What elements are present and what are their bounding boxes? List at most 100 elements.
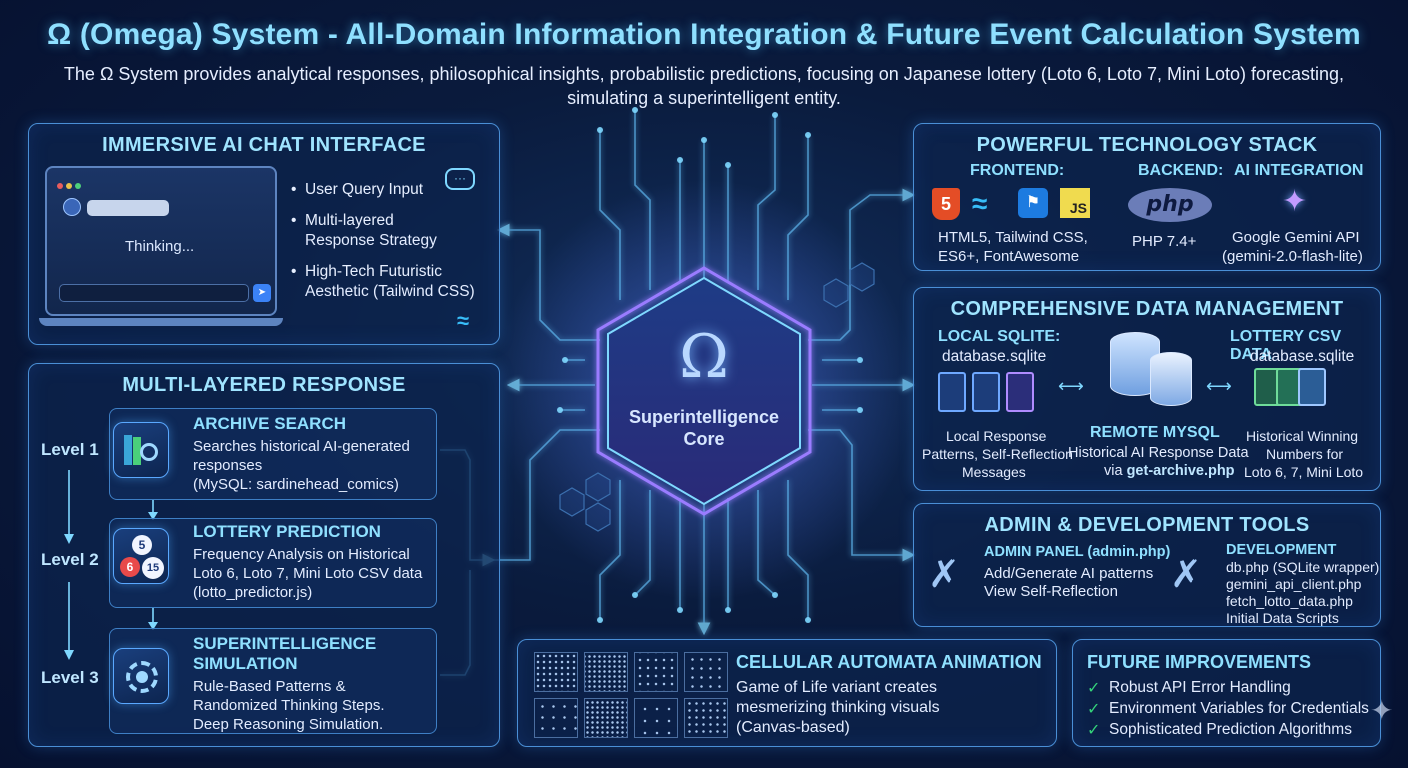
lottery-ball-1: 5	[132, 535, 152, 555]
chat-input[interactable]	[59, 284, 249, 302]
bot-avatar	[63, 198, 81, 216]
cellular-title: CELLULAR AUTOMATA ANIMATION	[736, 652, 1042, 672]
ai-line-2: (gemini-2.0-flash-lite)	[1222, 248, 1363, 265]
simulation-desc-2: Randomized Thinking Steps.	[193, 697, 385, 714]
lottery-csv-file: database.sqlite	[1250, 348, 1355, 365]
future-item-3: Sophisticated Prediction Algorithms	[1109, 721, 1352, 738]
core-symbol: Ω	[679, 322, 729, 392]
lottery-ball-2: 6	[120, 557, 140, 577]
books-search-icon	[113, 422, 169, 478]
lottery-balls-icon: 5 6 15	[113, 528, 169, 584]
tech-panel-title: POWERFUL TECHNOLOGY STACK	[976, 134, 1318, 156]
simulation-title-2: SIMULATION	[193, 654, 298, 673]
gemini-sparkle-icon: ✦	[1282, 185, 1308, 218]
tailwind-icon: ≈	[972, 188, 988, 219]
csv-desc-2: Numbers for	[1266, 446, 1344, 462]
chat-bullet-2-cont: Response Strategy	[305, 232, 437, 249]
frontend-line-1: HTML5, Tailwind CSS,	[938, 229, 1088, 246]
chat-bullet-3: High-Tech Futuristic	[291, 262, 442, 282]
chat-panel-title: IMMERSIVE AI CHAT INTERFACE	[102, 134, 426, 156]
archive-desc-3: (MySQL: sardinehead_comics)	[193, 476, 399, 493]
cellular-line-3: (Canvas-based)	[736, 719, 850, 736]
simulation-title-1: SUPERINTELLIGENCE	[193, 634, 377, 653]
connector-2-3	[148, 608, 158, 630]
cellular-line-2: mesmerizing thinking visuals	[736, 699, 940, 716]
lottery-ball-3: 15	[142, 557, 164, 579]
brain-gear-icon	[113, 648, 169, 704]
chat-bubbles-icon: ···	[445, 168, 475, 190]
technology-stack-panel: POWERFUL TECHNOLOGY STACK FRONTEND: BACK…	[913, 123, 1381, 271]
level-3-label: Level 3	[41, 668, 99, 687]
admin-panel-title: ADMIN & DEVELOPMENT TOOLS	[984, 514, 1310, 536]
laptop-mockup: Thinking... ➤	[45, 166, 277, 316]
level-arrows	[64, 470, 74, 660]
archive-desc-2: responses	[193, 457, 263, 474]
simulation-desc-3: Deep Reasoning Simulation.	[193, 716, 384, 733]
admin-tools-panel: ADMIN & DEVELOPMENT TOOLS ✗ ADMIN PANEL …	[913, 503, 1381, 627]
archive-desc-1: Searches historical AI-generated	[193, 438, 410, 455]
lottery-prediction-title: LOTTERY PREDICTION	[193, 522, 381, 541]
tailwind-icon: ≈	[457, 308, 470, 333]
archive-search-title: ARCHIVE SEARCH	[193, 414, 347, 433]
sync-arrow-left: ⟷	[1058, 376, 1084, 396]
response-panel-title: MULTI-LAYERED RESPONSE	[122, 374, 406, 396]
page-title: Ω (Omega) System - All-Domain Informatio…	[47, 18, 1361, 51]
lottery-csv-label: LOTTERY CSV DATA	[1230, 328, 1342, 363]
backend-label: BACKEND:	[1138, 162, 1224, 179]
simulation-desc-1: Rule-Based Patterns &	[193, 678, 346, 695]
future-improvements-panel: FUTURE IMPROVEMENTS ✓ Robust API Error H…	[1072, 639, 1381, 747]
database-icon-2	[1150, 352, 1192, 406]
wrench-screwdriver-icon: ✗	[928, 554, 960, 596]
data-panel-title: COMPREHENSIVE DATA MANAGEMENT	[950, 298, 1344, 320]
dev-line-3: fetch_lotto_data.php	[1226, 593, 1353, 609]
javascript-icon: JS	[1060, 188, 1090, 218]
development-label: DEVELOPMENT	[1226, 542, 1337, 558]
csv-desc-1: Historical Winning	[1246, 428, 1359, 444]
frontend-line-2: ES6+, FontAwesome	[938, 248, 1080, 265]
lottery-desc-2: Loto 6, Loto 7, Mini Loto CSV data	[193, 565, 423, 582]
local-desc-1: Local Response	[946, 428, 1047, 444]
csv-desc-3: Loto 6, 7, Mini Loto	[1244, 464, 1364, 480]
cellular-line-1: Game of Life variant creates	[736, 679, 937, 696]
chat-bullet-1: User Query Input	[291, 180, 423, 200]
ai-line-1: Google Gemini API	[1232, 229, 1360, 246]
window-dots	[57, 176, 81, 194]
remote-line-2-prefix: via	[1104, 463, 1127, 479]
admin-line-1: Add/Generate AI patterns	[984, 565, 1154, 582]
spreadsheet-icons	[1254, 368, 1326, 411]
admin-panel-label: ADMIN PANEL (admin.php)	[984, 544, 1171, 560]
frontend-label: FRONTEND:	[970, 162, 1065, 179]
dev-line-2: gemini_api_client.php	[1226, 576, 1362, 592]
local-sqlite-file: database.sqlite	[942, 348, 1047, 365]
check-icon: ✓	[1087, 701, 1101, 718]
remote-line-1: Historical AI Response Data	[1068, 445, 1249, 461]
check-icon: ✓	[1087, 680, 1101, 697]
document-icons	[938, 372, 1034, 417]
dev-line-4: Initial Data Scripts	[1226, 610, 1339, 626]
sparkle-icon: ✦	[1370, 695, 1394, 726]
local-sqlite-label: LOCAL SQLITE:	[938, 328, 1061, 345]
cellular-automata-panel: CELLULAR AUTOMATA ANIMATION Game of Life…	[517, 639, 1057, 747]
lottery-desc-3: (lotto_predictor.js)	[193, 584, 313, 601]
remote-mysql-label: REMOTE MYSQL	[1090, 424, 1220, 441]
check-icon: ✓	[1087, 722, 1101, 739]
dev-line-1: db.php (SQLite wrapper)	[1226, 559, 1380, 575]
html5-icon: 5	[932, 188, 960, 220]
chat-bullet-2: Multi-layered	[291, 211, 394, 231]
backend-line-1: PHP 7.4+	[1132, 233, 1197, 250]
thinking-indicator: Thinking...	[125, 238, 195, 255]
future-item-1: Robust API Error Handling	[1109, 679, 1291, 696]
lottery-desc-1: Frequency Analysis on Historical	[193, 546, 410, 563]
laptop-base	[39, 318, 283, 326]
automata-grid	[534, 652, 734, 738]
page-subtitle: The Ω System provides analytical respons…	[63, 64, 1345, 108]
future-item-2: Environment Variables for Credentials	[1109, 700, 1369, 717]
send-button[interactable]: ➤	[253, 284, 271, 302]
core-label-line2: Core	[683, 429, 725, 449]
future-title: FUTURE IMPROVEMENTS	[1087, 652, 1312, 672]
local-desc-3: Messages	[962, 464, 1026, 480]
chat-bubble	[87, 200, 169, 216]
core-hexagon	[596, 266, 812, 516]
chat-interface-panel: IMMERSIVE AI CHAT INTERFACE Thinking... …	[28, 123, 500, 345]
